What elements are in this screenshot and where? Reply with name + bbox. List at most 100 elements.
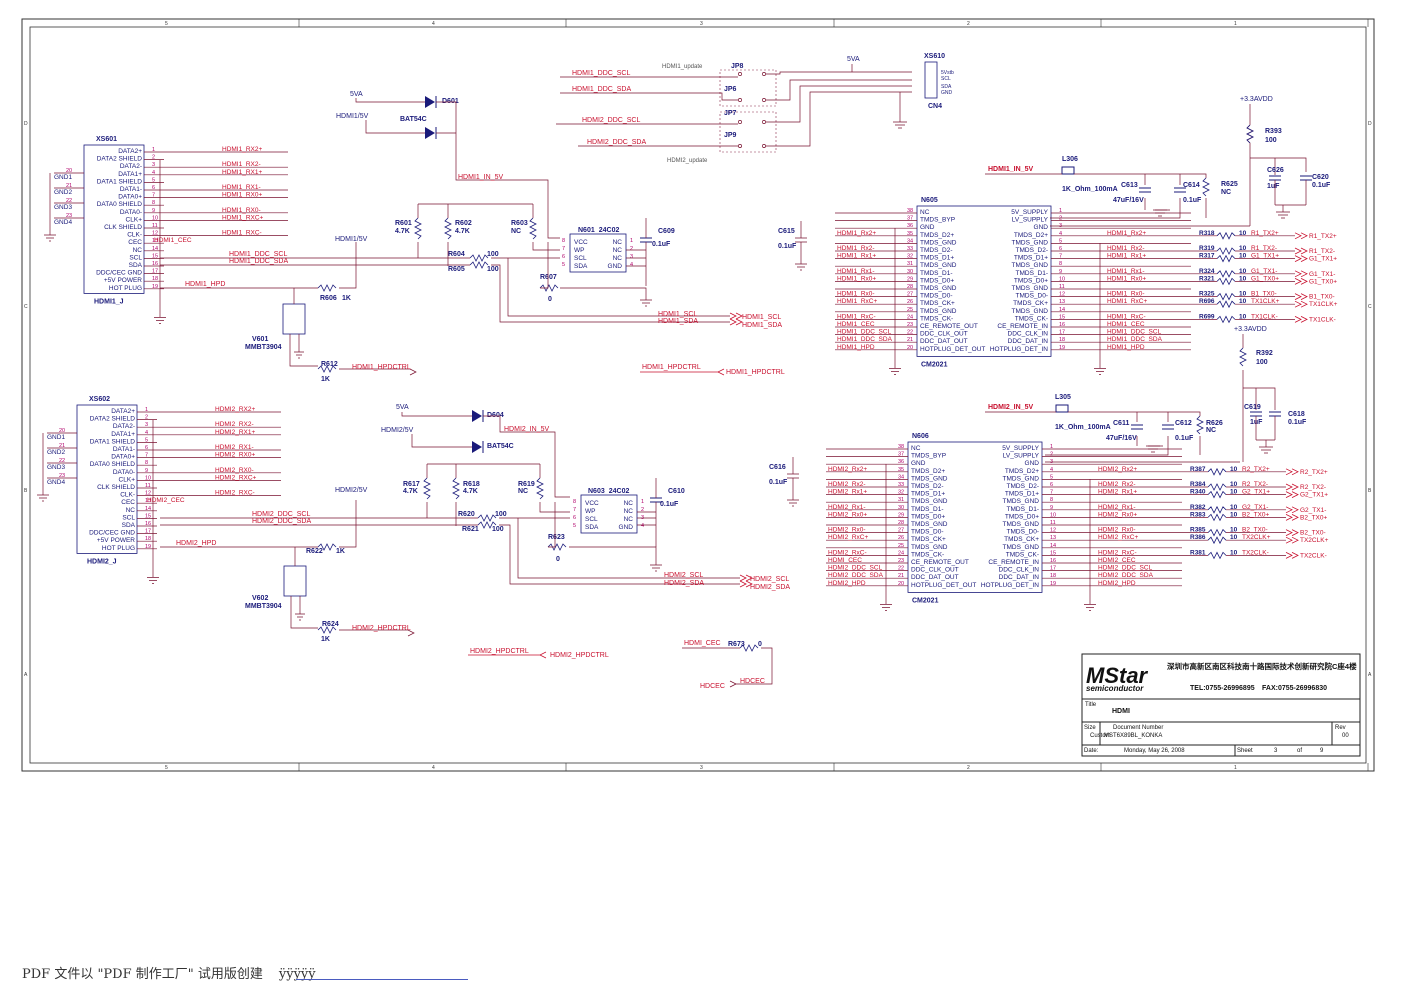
cm-left-pin-number: 34 [898, 474, 904, 480]
connector-pin-number: 9 [145, 468, 148, 474]
connector-gnd-number: 20 [66, 168, 72, 174]
net-hdmi-cec: HDMI_CEC [684, 640, 721, 647]
net-hdmi2-5v-d604: HDMI2/5V [381, 427, 414, 434]
r621: R621 100 [462, 521, 504, 533]
cm-right-net: HDMI2_DDC_SDA [1098, 572, 1154, 579]
connector-pin-number: 14 [145, 506, 151, 512]
v601-body [282, 303, 306, 335]
svg-text:R602: R602 [455, 220, 472, 227]
net-5va-d601: 5VA [350, 91, 363, 98]
svg-text:NC: NC [518, 488, 528, 495]
cm-left-net: HDMI2_Rx0+ [828, 511, 867, 518]
svg-text:R620: R620 [458, 511, 475, 518]
svg-text:100: 100 [495, 511, 507, 518]
r619: R619 NC [518, 477, 544, 500]
cm-right-net: HDMI2_Rx1- [1098, 504, 1136, 511]
cm-left-pin-name: GND [911, 460, 926, 467]
cm-left-pin-number: 38 [898, 444, 904, 450]
series-resistor [1216, 277, 1236, 286]
cm-left-pin-number: 21 [898, 573, 904, 579]
cm-right-pin-number: 5 [1050, 474, 1053, 480]
size-label: Size [1084, 725, 1096, 731]
cm-left-pin-number: 25 [907, 307, 913, 313]
conn-net-label: HDMI1_RX1- [222, 184, 261, 191]
net-hdmi2-scl-line: HDMI2_SCL [664, 572, 703, 579]
eeprom-pin-number: 4 [641, 523, 644, 529]
update-jumpers: HDMI1_update HDMI2_update JP8 JP6 JP7 JP… [556, 53, 954, 164]
cm-right-pin-number: 14 [1050, 543, 1056, 549]
net-hdmi2-sda-line: HDMI2_SDA [664, 580, 704, 587]
svg-text:R617: R617 [403, 481, 420, 488]
connector-gnd-number: 23 [59, 473, 65, 479]
eeprom-pin-number: 4 [630, 262, 633, 268]
v602-body [283, 565, 307, 597]
v601-label: V601 [252, 336, 268, 343]
series-resistor [1207, 551, 1227, 560]
connector-pin-number: 8 [145, 460, 148, 466]
series-resistor-value: 10 [1239, 245, 1247, 252]
chip-ref-label: N605 [921, 197, 938, 204]
connector-pin-name: SDA [122, 522, 136, 529]
svg-text:R605: R605 [448, 266, 465, 273]
cm-left-ground [889, 368, 901, 375]
cm-right-pin-name: CE_REMOTE_IN [997, 323, 1048, 330]
row-marker-right: A [1368, 672, 1372, 678]
cm-left-pin-number: 24 [907, 314, 913, 320]
r623: R623 0 [547, 534, 567, 563]
r626-label: R626 [1206, 420, 1223, 427]
cm-right-pin-number: 12 [1050, 528, 1056, 534]
docnum-value: MST6X89BL_KONKA [1104, 733, 1162, 739]
cm-right-pin-name: GND [1034, 224, 1049, 231]
connector-pin-name: DATA0+ [111, 454, 135, 461]
docnum-label: Document Number [1113, 725, 1163, 731]
series-resistor-value: 10 [1239, 298, 1247, 305]
cm-left-pin-name: TMDS_GND [920, 308, 957, 315]
eeprom-pin-name: VCC [574, 239, 588, 246]
tx-net: B2_TX0+ [1242, 511, 1269, 518]
eeprom-pin-number: 8 [573, 499, 576, 505]
of-label: of [1297, 748, 1302, 754]
cm-left-net: HDMI1_DDC_SCL [837, 329, 892, 336]
n606-block: N606CM2021NC38TMDS_BYP37GND36TMDS_D2+35H… [769, 433, 1329, 611]
conn-net-label: HDMI1_RX2- [222, 161, 261, 168]
connector-pin-number: 9 [152, 208, 155, 214]
tx-net: R2_TX2- [1242, 481, 1268, 488]
cm-left-pin-number: 28 [907, 284, 913, 290]
connector-pin-name: DATA2+ [118, 148, 142, 155]
cm-left-net: HDMI1_Rx1+ [837, 253, 876, 260]
r625-label: R625 [1221, 181, 1238, 188]
gnd-rail-ground [44, 234, 56, 242]
net-33avdd-2: +3.3AVDD [1234, 326, 1267, 333]
connector-pin-number: 2 [152, 155, 155, 161]
tx-net: TX2CLK- [1242, 549, 1269, 556]
connector-j-label: HDMI1_J [94, 298, 124, 305]
svg-text:R612: R612 [321, 361, 338, 368]
connector-pin-number: 13 [152, 238, 158, 244]
connector-gnd-number: 22 [59, 458, 65, 464]
connector-pin-number: 11 [145, 483, 151, 489]
eeprom-pin-number: 2 [641, 507, 644, 513]
tx-port-arrow [1294, 316, 1308, 323]
rev-label: Rev [1335, 725, 1346, 731]
series-resistor-value: 10 [1230, 466, 1238, 473]
connector-pin-number: 13 [145, 498, 151, 504]
cm-left-net: HDMI2_Rx1+ [828, 489, 867, 496]
r601: R601 4.7K [395, 217, 422, 240]
cm-left-pin-name: TMDS_D2+ [920, 232, 954, 239]
svg-text:100: 100 [492, 526, 504, 533]
connector-pin-number: 6 [152, 185, 155, 191]
row-marker-left: C [24, 304, 28, 310]
cm-left-pin-name: TMDS_D0- [911, 529, 944, 536]
connector-pin-number: 5 [145, 437, 148, 443]
conn-net-label: HDMI1_RX2+ [222, 146, 262, 153]
cm-left-pin-number: 27 [898, 528, 904, 534]
cm-right-ground [1084, 604, 1096, 611]
eeprom-pin-name: GND [619, 524, 634, 531]
cm-right-net: HDMI1_Rx2- [1107, 245, 1145, 252]
series-resistor [1207, 467, 1227, 476]
rev-value: 00 [1342, 733, 1349, 739]
connector-pin-name: SDA [129, 262, 143, 269]
connector-pin-name: DATA2 SHIELD [90, 416, 136, 423]
net-hdmi2-ddc-sda-conn: HDMI2_DDC_SDA [252, 518, 311, 525]
